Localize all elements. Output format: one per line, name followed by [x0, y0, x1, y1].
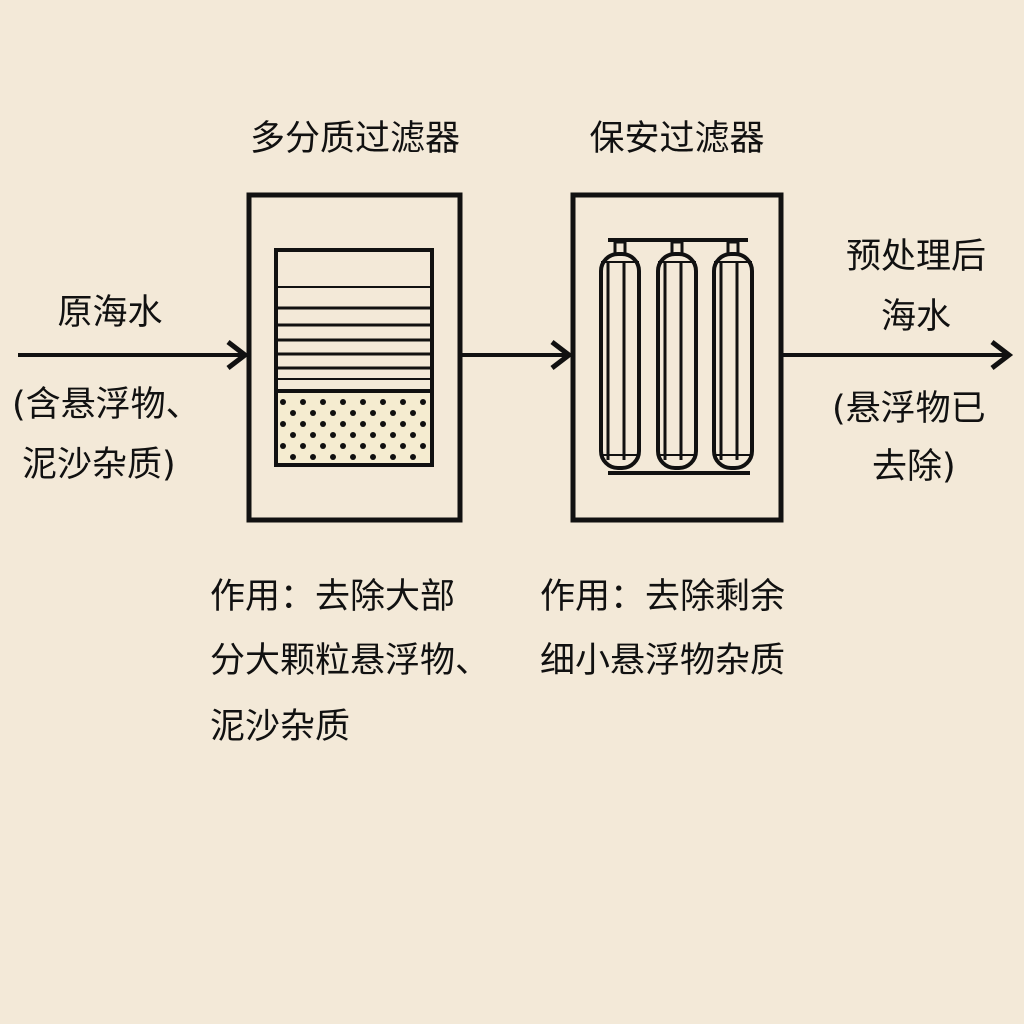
sand-dot — [310, 410, 316, 416]
sand-dot — [410, 410, 416, 416]
output-label-line2: 海水 — [880, 297, 952, 337]
sand-dot — [400, 421, 406, 427]
output-note-line1: (悬浮物已 — [832, 389, 986, 429]
filter1-desc-line1: 作用：去除大部 — [210, 577, 456, 617]
filter-cartridge — [599, 240, 641, 470]
sand-dot — [280, 443, 286, 449]
sand-dot — [350, 454, 356, 460]
sand-dot — [390, 410, 396, 416]
sand-dot — [370, 410, 376, 416]
sand-dot — [420, 399, 426, 405]
sand-dot — [290, 454, 296, 460]
sand-dot — [310, 454, 316, 460]
sand-dot — [420, 421, 426, 427]
sand-dot — [330, 454, 336, 460]
sand-dot — [370, 432, 376, 438]
cartridge-filter-icon — [570, 192, 784, 523]
sand-dot — [290, 432, 296, 438]
sand-dot — [410, 454, 416, 460]
sand-dot — [330, 410, 336, 416]
sand-dot — [400, 443, 406, 449]
sand-dot — [420, 443, 426, 449]
sand-dot — [320, 443, 326, 449]
sand-dot — [390, 454, 396, 460]
sand-dot — [330, 432, 336, 438]
input-note-line1: (含悬浮物、 — [12, 385, 201, 425]
sand-dot — [360, 443, 366, 449]
filter2-desc-line2: 细小悬浮物杂质 — [540, 641, 786, 681]
output-label-line1: 预处理后 — [845, 237, 987, 277]
sand-dot — [280, 399, 286, 405]
sand-dot — [340, 399, 346, 405]
sand-dot — [380, 399, 386, 405]
sand-dot — [300, 443, 306, 449]
sand-dot — [370, 454, 376, 460]
filter1-desc-line2: 分大颗粒悬浮物、 — [210, 641, 491, 681]
sand-dot — [410, 432, 416, 438]
sand-dot — [350, 432, 356, 438]
filter1-desc-line3: 泥沙杂质 — [210, 707, 351, 747]
sand-dot — [360, 399, 366, 405]
filter-cartridge — [656, 240, 698, 470]
sand-dot — [340, 443, 346, 449]
sand-dot — [400, 399, 406, 405]
sand-dot — [300, 421, 306, 427]
sand-dot — [380, 443, 386, 449]
filter1-title: 多分质过滤器 — [249, 119, 461, 159]
multimedia-filter-icon — [246, 192, 463, 523]
filter-cartridge — [712, 240, 754, 470]
sand-dot — [320, 421, 326, 427]
sand-dot — [380, 421, 386, 427]
filter2-title: 保安过滤器 — [589, 119, 765, 159]
sand-dot — [350, 410, 356, 416]
sand-dot — [390, 432, 396, 438]
sand-dot — [310, 432, 316, 438]
input-note-line2: 泥沙杂质) — [22, 445, 176, 485]
sand-dot — [360, 421, 366, 427]
sand-dot — [340, 421, 346, 427]
filter2-desc-line1: 作用：去除剩余 — [540, 577, 786, 617]
input-label: 原海水 — [57, 293, 163, 333]
sand-dot — [320, 399, 326, 405]
sand-dot — [290, 410, 296, 416]
sand-dot — [300, 399, 306, 405]
output-note-line2: 去除) — [872, 447, 956, 487]
sand-dot — [280, 421, 286, 427]
